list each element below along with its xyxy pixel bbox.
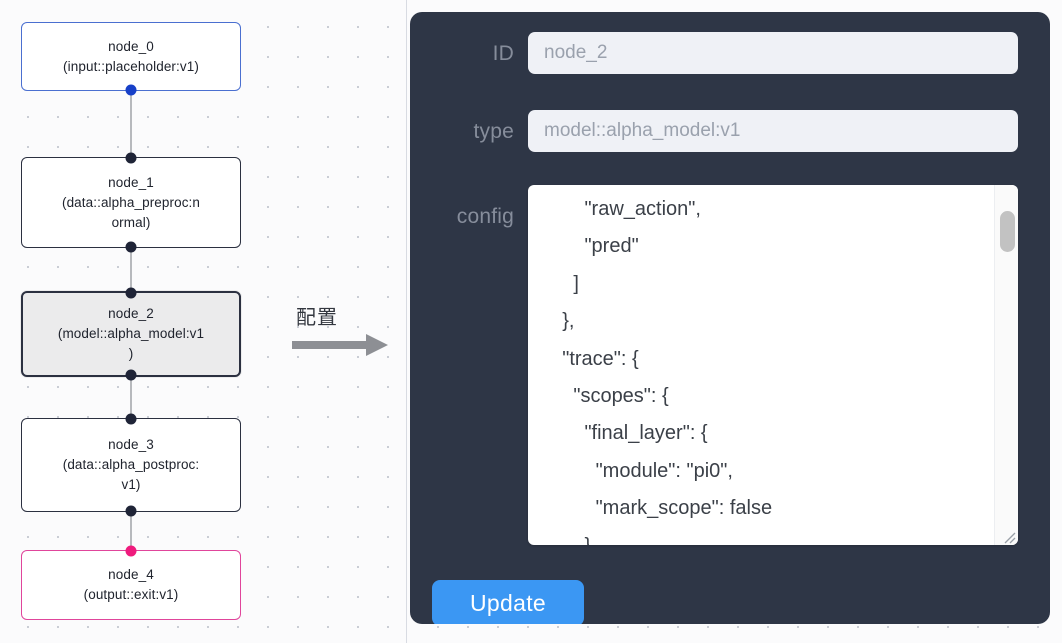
field-row-id: ID <box>410 32 1018 74</box>
node-subtitle-line-2: v1) <box>121 477 141 492</box>
field-row-type: type <box>410 110 1018 152</box>
config-scrollbar[interactable] <box>994 185 1018 545</box>
node-subtitle: (input::placeholder:v1) <box>63 58 199 74</box>
graph-node-node_4[interactable]: node_4 (output::exit:v1) <box>21 545 241 620</box>
type-input[interactable] <box>528 110 1018 152</box>
config-panel: ID type config "raw_action", "pred" ] },… <box>410 12 1050 624</box>
node-title: node_4 <box>108 567 154 582</box>
node-subtitle-line-1: (data::alpha_postproc: <box>62 457 200 472</box>
graph-node-node_3[interactable]: node_3 (data::alpha_postproc: v1) <box>21 413 241 517</box>
node-handle-top[interactable] <box>125 413 137 425</box>
graph-node-node_1[interactable]: node_1 (data::alpha_preproc:n ormal) <box>21 152 241 253</box>
field-label-id: ID <box>492 42 514 65</box>
node-handle-top[interactable] <box>125 152 137 164</box>
edge-node1-node2 <box>130 248 132 291</box>
node-title: node_1 <box>108 174 154 190</box>
edge-node3-node4 <box>130 512 132 550</box>
node-title: node_3 <box>108 437 154 452</box>
canvas-divider <box>406 0 407 643</box>
node-handle-bottom[interactable] <box>125 505 137 517</box>
id-input[interactable] <box>528 32 1018 74</box>
node-handle-bottom[interactable] <box>125 84 137 96</box>
field-row-config: config "raw_action", "pred" ] }, "trace"… <box>410 185 1018 545</box>
node-handle-bottom[interactable] <box>125 369 137 381</box>
node-subtitle-line-2: ) <box>128 346 134 361</box>
node-title: node_0 <box>108 38 154 54</box>
config-textarea[interactable]: "raw_action", "pred" ] }, "trace": { "sc… <box>562 198 773 545</box>
field-label-config: config <box>456 205 514 228</box>
edge-node2-node3 <box>130 377 132 418</box>
edge-node0-node1 <box>130 91 132 157</box>
node-subtitle-line-1: (data::alpha_preproc:n <box>61 194 201 210</box>
node-handle-bottom[interactable] <box>125 241 137 253</box>
flow-arrow-icon <box>292 334 388 356</box>
node-subtitle: (output::exit:v1) <box>83 587 179 602</box>
config-textarea-wrapper[interactable]: "raw_action", "pred" ] }, "trace": { "sc… <box>528 185 1018 545</box>
resize-handle-icon[interactable] <box>1000 528 1016 544</box>
node-handle-top[interactable] <box>125 545 137 557</box>
config-scrollbar-thumb[interactable] <box>1000 211 1015 252</box>
field-label-type: type <box>473 120 514 143</box>
graph-node-node_2[interactable]: node_2 (model::alpha_model:v1 ) <box>21 287 241 381</box>
node-title: node_2 <box>108 306 154 321</box>
node-subtitle-line-1: (model::alpha_model:v1 <box>57 326 205 341</box>
update-button[interactable]: Update <box>432 580 584 624</box>
node-subtitle-line-2: ormal) <box>111 214 151 230</box>
graph-node-node_0[interactable]: node_0 (input::placeholder:v1) <box>21 22 241 96</box>
node-handle-top[interactable] <box>125 287 137 299</box>
flow-label: 配置 <box>296 305 338 329</box>
